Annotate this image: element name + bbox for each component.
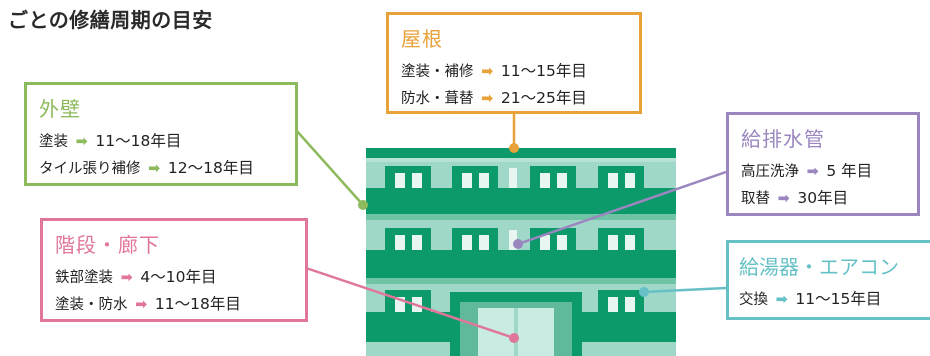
balcony-2 [366,250,676,278]
wall-item-1-label: 塗装 [39,134,68,150]
arrow-right-icon: ➡ [481,91,494,107]
plumbing-item-1-period: 5 年目 [826,162,873,180]
wall-item-2: タイル張り補修 ➡ 12〜18年目 [39,155,285,182]
water-heater-dot [639,287,649,297]
stairs-item-2-label: 塗装・防水 [55,297,128,313]
plumbing-dot [513,239,523,249]
wall-callout: 外壁 塗装 ➡ 11〜18年目 タイル張り補修 ➡ 12〜18年目 [24,82,298,186]
stairs-item-1-label: 鉄部塗装 [55,270,113,286]
arrow-right-icon: ➡ [481,64,494,80]
roof-item-2-period: 21〜25年目 [500,89,587,107]
wall-dot [358,200,368,210]
plumbing-item-2-period: 30年目 [797,189,849,207]
page-title: ごとの修繕周期の目安 [8,8,213,32]
apartment-building [366,148,676,356]
plumbing-item-1-label: 高圧洗浄 [741,164,799,180]
stairs-item-1-period: 4〜10年目 [140,268,217,286]
wall-leader [295,129,364,206]
stairs-item-1: 鉄部塗装 ➡ 4〜10年目 [55,264,295,291]
roof-item-2-label: 防水・葺替 [401,91,474,107]
entrance [450,292,582,356]
water-heater-callout: 給湯器・エアコン 交換 ➡ 11〜15年目 [726,240,930,320]
plumbing-callout: 給排水管 高圧洗浄 ➡ 5 年目 取替 ➡ 30年目 [726,112,920,216]
arrow-right-icon: ➡ [777,191,790,207]
plumbing-item-2-label: 取替 [741,191,770,207]
wall-heading: 外壁 [39,97,81,121]
stairs-leader [305,266,515,340]
wall-item-2-label: タイル張り補修 [39,161,141,177]
plumbing-heading: 給排水管 [741,127,825,151]
arrow-right-icon: ➡ [120,270,133,286]
plumbing-item-2: 取替 ➡ 30年目 [741,185,907,212]
wall-item-2-period: 12〜18年目 [167,159,254,177]
stairs-heading: 階段・廊下 [55,233,160,257]
arrow-right-icon: ➡ [75,134,88,150]
wall-item-1: 塗装 ➡ 11〜18年目 [39,128,285,155]
water-heater-item-1-period: 11〜15年目 [795,290,882,308]
stairs-dot [509,333,519,343]
stairs-callout: 階段・廊下 鉄部塗装 ➡ 4〜10年目 塗装・防水 ➡ 11〜18年目 [40,218,308,322]
water-heater-leader [643,286,727,294]
leader-dots [358,143,649,343]
arrow-right-icon: ➡ [806,164,819,180]
arrow-right-icon: ➡ [775,292,788,308]
water-heater-item-1-label: 交換 [739,292,768,308]
stairs-item-2-period: 11〜18年目 [154,295,241,313]
water-heater-heading: 給湯器・エアコン [739,255,899,279]
arrow-right-icon: ➡ [148,161,161,177]
plumbing-leader [517,170,727,246]
roof-heading: 屋根 [401,27,443,51]
plumbing-item-1: 高圧洗浄 ➡ 5 年目 [741,158,907,185]
wall-item-1-period: 11〜18年目 [95,132,182,150]
balcony-3 [366,188,676,214]
roof-callout: 屋根 塗装・補修 ➡ 11〜15年目 防水・葺替 ➡ 21〜25年目 [386,12,642,114]
leader-lines [295,112,727,340]
stairs-item-2: 塗装・防水 ➡ 11〜18年目 [55,291,295,318]
arrow-right-icon: ➡ [135,297,148,313]
roof-item-1-label: 塗装・補修 [401,64,474,80]
roof-item-1: 塗装・補修 ➡ 11〜15年目 [401,58,629,85]
roof-dot [509,143,519,153]
roof-item-1-period: 11〜15年目 [500,62,587,80]
water-heater-item-1: 交換 ➡ 11〜15年目 [739,286,920,313]
roof-item-2: 防水・葺替 ➡ 21〜25年目 [401,85,629,112]
building-roof-band [366,148,676,158]
